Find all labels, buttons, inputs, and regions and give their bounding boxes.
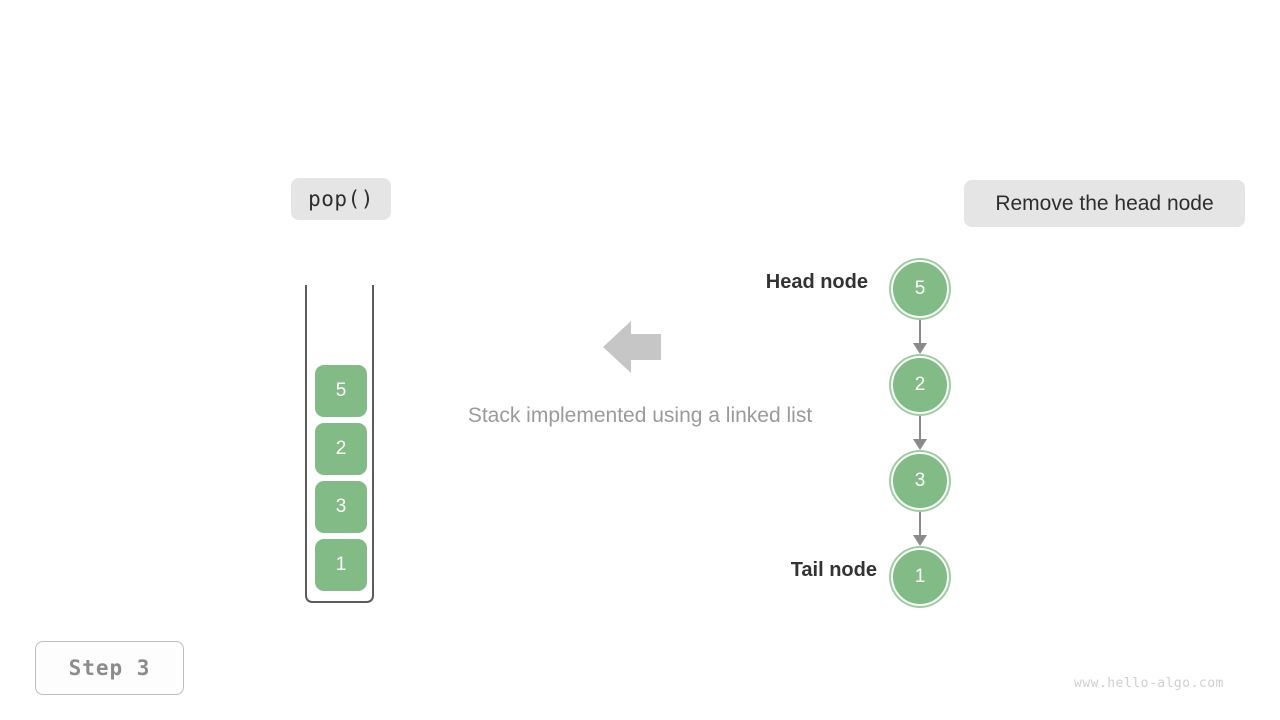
linked-list-node: 5 (891, 260, 949, 318)
linked-list-node: 2 (891, 356, 949, 414)
link-connector (919, 416, 921, 442)
stack-container: 5 2 3 1 (305, 285, 374, 603)
head-node-label: Head node (765, 271, 868, 293)
stack-cell: 5 (315, 365, 367, 417)
stack-cell: 2 (315, 423, 367, 475)
operation-badge: pop() (291, 178, 391, 220)
step-badge: Step 3 (35, 641, 184, 695)
link-connector (919, 320, 921, 346)
link-arrowhead-icon (913, 439, 927, 450)
link-arrowhead-icon (913, 535, 927, 546)
action-description-badge: Remove the head node (964, 180, 1245, 227)
link-arrowhead-icon (913, 343, 927, 354)
stack-cell: 3 (315, 481, 367, 533)
linked-list: Head node Tail node 5 2 3 1 (766, 253, 956, 613)
watermark: www.hello-algo.com (1074, 676, 1224, 691)
flow-arrow-left-icon (600, 318, 664, 381)
linked-list-node: 3 (891, 452, 949, 510)
stack-cell: 1 (315, 539, 367, 591)
tail-node-label: Tail node (790, 559, 877, 581)
diagram-caption: Stack implemented using a linked list (467, 404, 813, 427)
linked-list-node: 1 (891, 548, 949, 606)
link-connector (919, 512, 921, 538)
